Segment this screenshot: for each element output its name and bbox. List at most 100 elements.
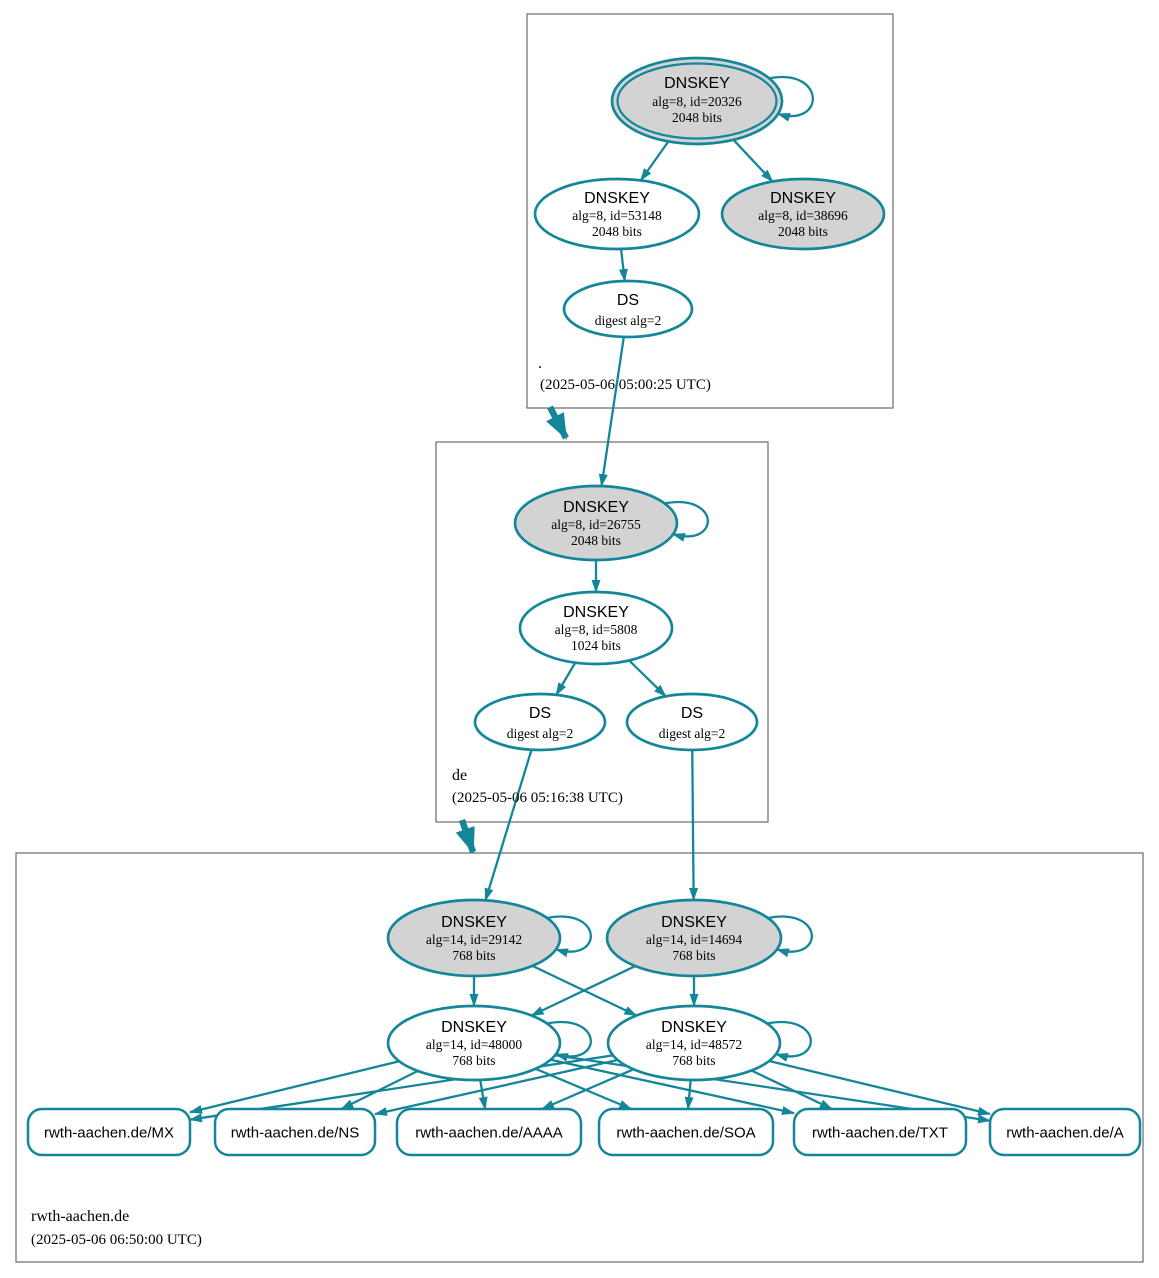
- dnskey-rwth-29142-ellipse[interactable]: [386, 898, 562, 978]
- edge-dnskey-root-20326-to-dnskey-root-38696: [732, 139, 774, 183]
- rrset-ns-label: rwth-aachen.de/NS: [231, 1125, 359, 1142]
- dnskey-de-5808-detail-2: 1024 bits: [571, 638, 621, 653]
- dnskey-de-5808-type-label: DNSKEY: [563, 604, 629, 621]
- ds-de-1-ellipse[interactable]: [473, 692, 607, 752]
- dnskey-rwth-29142-detail-2: 768 bits: [452, 948, 495, 963]
- dnskey-de-5808-detail-1: alg=8, id=5808: [555, 622, 638, 637]
- dnskey-rwth-14694-ellipse[interactable]: [605, 898, 783, 978]
- dnskey-rwth-48572-ellipse[interactable]: [606, 1004, 782, 1082]
- edge-ds-de-2-to-dnskey-rwth-14694: [689, 749, 699, 902]
- dnskey-root-38696-detail-2: 2048 bits: [778, 224, 828, 239]
- dnskey-rwth-29142-detail-1: alg=14, id=29142: [426, 932, 522, 947]
- dnskey-root-20326-inner-ring: [616, 62, 778, 140]
- rrset-txt-label: rwth-aachen.de/TXT: [812, 1125, 948, 1142]
- dnskey-root-38696-type-label: DNSKEY: [770, 190, 836, 207]
- edge-dnskey-rwth-48572-to-rrset-soa: [684, 1079, 694, 1110]
- dnskey-root-20326-type-label: DNSKEY: [664, 75, 730, 92]
- edge-dnskey-rwth-48000-to-rrset-txt: [550, 1058, 795, 1115]
- edge-dnskey-rwth-48572-to-rrset-a: [768, 1059, 991, 1116]
- dnskey-root-20326-ellipse[interactable]: [610, 56, 784, 146]
- ds-root-type-label: DS: [617, 292, 639, 309]
- zone-label-de: de: [452, 767, 468, 784]
- zone-label-rwth-aachen-de: rwth-aachen.de: [31, 1208, 130, 1225]
- dnskey-rwth-48000-ellipse[interactable]: [386, 1004, 562, 1082]
- dnskey-root-38696-detail-1: alg=8, id=38696: [758, 208, 848, 223]
- zone-box-rwth-aachen-de: [15, 852, 1144, 1263]
- dnskey-rwth-14694-detail-1: alg=14, id=14694: [646, 932, 742, 947]
- ds-root-ellipse[interactable]: [562, 279, 694, 339]
- ds-de-2-ellipse[interactable]: [625, 692, 759, 752]
- ds-de-2[interactable]: DS digest alg=2: [625, 692, 759, 752]
- dnskey-rwth-48572-detail-1: alg=14, id=48572: [646, 1037, 742, 1052]
- dnskey-rwth-14694-selfsign-loop: [766, 915, 813, 958]
- edge-dnskey-rwth-48000-to-rrset-mx: [189, 1060, 400, 1114]
- zone-box-de: [435, 441, 769, 823]
- ds-de-1-type-label: DS: [529, 705, 551, 722]
- dnskey-de-5808-ellipse[interactable]: [518, 590, 674, 666]
- rrset-soa-label: rwth-aachen.de/SOA: [616, 1125, 755, 1142]
- dnskey-root-20326-detail-1: alg=8, id=20326: [652, 94, 742, 109]
- zone-label-root: .: [538, 355, 542, 372]
- edge-dnskey-de-5808-to-ds-de-1: [555, 662, 577, 696]
- dnskey-de-26755-detail-1: alg=8, id=26755: [551, 517, 641, 532]
- rrset-soa-box[interactable]: [597, 1107, 775, 1157]
- dnskey-de-26755-ellipse[interactable]: [513, 484, 679, 562]
- rrset-a[interactable]: rwth-aachen.de/A: [988, 1107, 1142, 1157]
- edge-dnskey-rwth-48572-to-rrset-txt: [751, 1069, 833, 1111]
- dnskey-rwth-29142-type-label: DNSKEY: [441, 914, 507, 931]
- dnskey-rwth-48572-detail-2: 768 bits: [672, 1053, 715, 1068]
- dnskey-rwth-48000-type-label: DNSKEY: [441, 1019, 507, 1036]
- dnskey-root-53148-ellipse[interactable]: [533, 177, 701, 251]
- dnskey-rwth-48572-selfsign-loop: [765, 1020, 812, 1062]
- dnskey-de-26755-selfsign-loop: [662, 500, 709, 542]
- rrset-mx-box[interactable]: [26, 1107, 192, 1157]
- edge-dnskey-de-5808-to-ds-de-2: [628, 659, 667, 698]
- zone-box-root: [526, 13, 894, 409]
- rrset-a-box[interactable]: [988, 1107, 1142, 1157]
- rrset-soa[interactable]: rwth-aachen.de/SOA: [597, 1107, 775, 1157]
- dnskey-root-38696-ellipse[interactable]: [720, 177, 886, 251]
- dnskey-de-26755-detail-2: 2048 bits: [571, 533, 621, 548]
- zone-timestamp-root: (2025-05-06 05:00:25 UTC): [540, 377, 711, 393]
- dnskey-rwth-48572-type-label: DNSKEY: [661, 1019, 727, 1036]
- rrset-aaaa-label: rwth-aachen.de/AAAA: [415, 1125, 563, 1142]
- rrset-ns[interactable]: rwth-aachen.de/NS: [213, 1107, 377, 1157]
- rrset-mx[interactable]: rwth-aachen.de/MX: [26, 1107, 192, 1157]
- zone-timestamp-de: (2025-05-06 05:16:38 UTC): [452, 790, 623, 806]
- rrset-txt[interactable]: rwth-aachen.de/TXT: [792, 1107, 968, 1157]
- dnskey-rwth-48000-detail-2: 768 bits: [452, 1053, 495, 1068]
- dnskey-root-53148-detail-1: alg=8, id=53148: [572, 208, 662, 223]
- edge-dnskey-root-20326-to-dnskey-root-53148: [639, 140, 670, 182]
- rrset-aaaa-box[interactable]: [395, 1107, 583, 1157]
- dnskey-rwth-14694-type-label: DNSKEY: [661, 914, 727, 931]
- dnskey-root-20326-selfsign-loop: [767, 75, 814, 122]
- rrset-a-label: rwth-aachen.de/A: [1006, 1125, 1124, 1142]
- rrset-mx-label: rwth-aachen.de/MX: [44, 1125, 174, 1142]
- rrset-txt-box[interactable]: [792, 1107, 968, 1157]
- dnskey-rwth-48000-detail-1: alg=14, id=48000: [426, 1037, 522, 1052]
- delegation-root-to-de-arrow: [546, 405, 569, 440]
- edge-dnskey-rwth-14694-to-dnskey-rwth-48000: [530, 964, 636, 1017]
- dnskey-de-26755-type-label: DNSKEY: [563, 499, 629, 516]
- edge-ds-root-to-dnskey-de-26755: [598, 336, 625, 488]
- rrset-aaaa[interactable]: rwth-aachen.de/AAAA: [395, 1107, 583, 1157]
- ds-de-2-detail-1: digest alg=2: [659, 726, 725, 741]
- rrset-ns-box[interactable]: [213, 1107, 377, 1157]
- edge-dnskey-root-53148-to-ds-root: [618, 248, 628, 283]
- edge-dnskey-rwth-48572-to-rrset-ns: [374, 1058, 618, 1116]
- zone-timestamp-rwth-aachen-de: (2025-05-06 06:50:00 UTC): [31, 1232, 202, 1248]
- dnskey-rwth-29142-selfsign-loop: [545, 915, 592, 958]
- ds-de-2-type-label: DS: [681, 705, 703, 722]
